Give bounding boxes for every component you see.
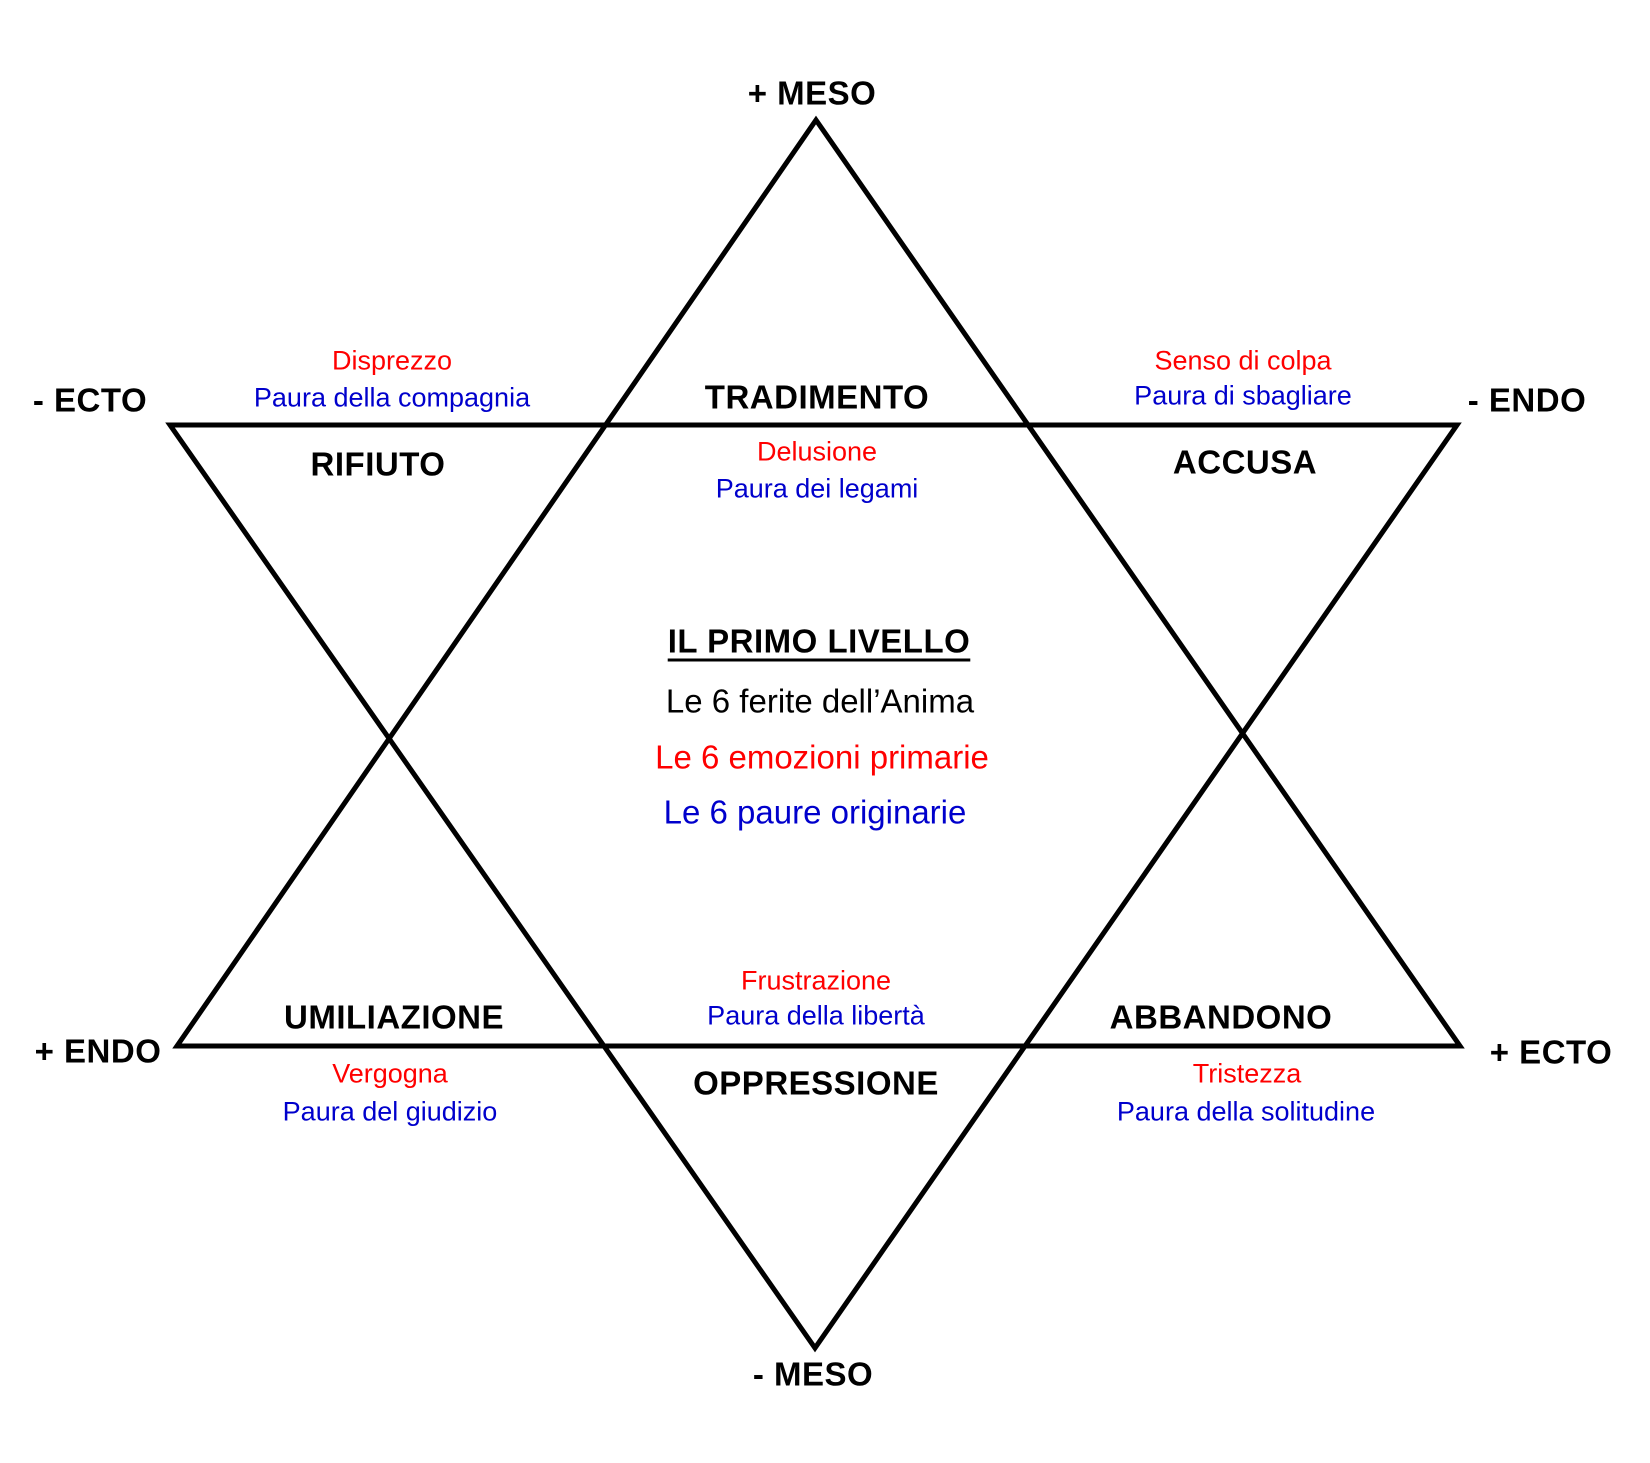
center-line-ferite: Le 6 ferite dell’Anima xyxy=(665,682,975,720)
emotion-vergogna: Vergogna xyxy=(332,1058,448,1089)
fear-paura-giudizio: Paura del giudizio xyxy=(282,1096,498,1127)
emotion-senso-di-colpa: Senso di colpa xyxy=(1154,345,1332,376)
emotion-delusione: Delusione xyxy=(756,436,878,467)
wound-oppressione: OPPRESSIONE xyxy=(693,1064,939,1102)
axis-label-minus-meso: - MESO xyxy=(752,1355,874,1393)
axis-label-plus-endo: + ENDO xyxy=(34,1032,162,1070)
center-line-paure: Le 6 paure originarie xyxy=(663,793,967,831)
wound-abbandono: ABBANDONO xyxy=(1109,998,1333,1036)
axis-label-plus-meso: + MESO xyxy=(747,74,877,112)
triangle-upward xyxy=(172,115,1465,1049)
fear-paura-sbagliare: Paura di sbagliare xyxy=(1134,380,1352,411)
fear-paura-legami: Paura dei legami xyxy=(715,473,919,504)
fear-paura-solitudine: Paura della solitudine xyxy=(1116,1096,1376,1127)
wound-accusa: ACCUSA xyxy=(1172,443,1318,481)
wound-tradimento: TRADIMENTO xyxy=(704,378,930,416)
triangle-downward xyxy=(165,422,1462,1353)
axis-label-plus-ecto: + ECTO xyxy=(1489,1033,1613,1071)
center-line-emozioni: Le 6 emozioni primarie xyxy=(655,738,989,776)
axis-label-minus-ecto: - ECTO xyxy=(32,381,148,419)
fear-paura-compagnia: Paura della compagnia xyxy=(253,382,531,413)
axis-label-minus-endo: - ENDO xyxy=(1467,381,1587,419)
fear-paura-liberta: Paura della libertà xyxy=(707,1000,925,1031)
wound-rifiuto: RIFIUTO xyxy=(310,445,446,483)
emotion-tristezza: Tristezza xyxy=(1192,1058,1302,1089)
center-title: IL PRIMO LIVELLO xyxy=(667,622,971,660)
wound-umiliazione: UMILIAZIONE xyxy=(284,998,504,1036)
emotion-disprezzo: Disprezzo xyxy=(331,345,453,376)
emotion-frustrazione: Frustrazione xyxy=(740,965,892,996)
